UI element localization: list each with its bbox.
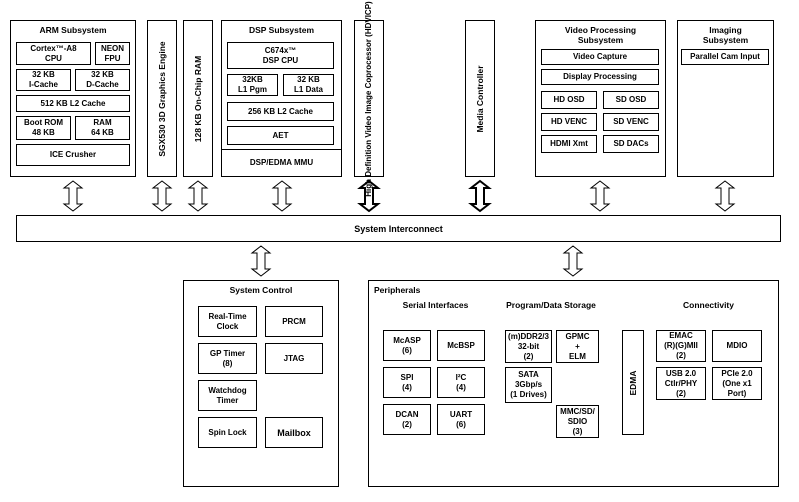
arm-interconnect-arrow <box>62 180 84 212</box>
video-subsystem-title: Video Processing Subsystem <box>564 25 637 45</box>
media-controller-label: Media Controller <box>475 64 485 133</box>
mdio: MDIO <box>712 330 762 362</box>
mcasp: McASP (6) <box>383 330 431 361</box>
pcie: PCIe 2.0 (One x1 Port) <box>712 367 762 400</box>
i2c: I²C (4) <box>437 367 485 398</box>
mmc-sd-sdio: MMC/SD/ SDIO (3) <box>556 405 599 438</box>
sd-osd: SD OSD <box>603 91 659 109</box>
video-interconnect-arrow <box>589 180 611 212</box>
dsp-edma-mmu: DSP/EDMA MMU <box>221 149 342 177</box>
media-interconnect-arrow <box>468 179 492 213</box>
sata: SATA 3Gbp/s (1 Drives) <box>505 367 552 403</box>
on-chip-ram: 128 KB On-Chip RAM <box>183 20 213 177</box>
arm-cpu: Cortex™-A8 CPU <box>16 42 91 65</box>
imaging-interconnect-arrow <box>714 180 736 212</box>
sgx-interconnect-arrow <box>151 180 173 212</box>
ram-interconnect-arrow <box>187 180 209 212</box>
sd-venc: SD VENC <box>603 113 659 131</box>
hdvicp-interconnect-arrow <box>357 179 381 213</box>
boot-rom: Boot ROM 48 KB <box>16 116 71 140</box>
ddr-controller: (m)DDR2/3 32-bit (2) <box>505 330 552 363</box>
media-controller: Media Controller <box>465 20 495 177</box>
jtag: JTAG <box>265 343 323 374</box>
display-processing: Display Processing <box>541 69 659 85</box>
peripherals-title: Peripherals <box>374 285 421 295</box>
gpmc-elm: GPMC + ELM <box>556 330 599 363</box>
on-chip-ram-label: 128 KB On-Chip RAM <box>193 55 203 142</box>
connectivity-title: Connectivity <box>682 300 734 310</box>
edma-label: EDMA <box>628 369 638 396</box>
dsp-l1-data: 32 KB L1 Data <box>283 74 334 96</box>
usb-controller: USB 2.0 Ctlr/PHY (2) <box>656 367 706 400</box>
dsp-l2-cache: 256 KB L2 Cache <box>227 102 334 121</box>
hdvicp: High Definition Video Image Coprocessor … <box>354 1 384 196</box>
ice-crusher: ICE Crusher <box>16 144 130 166</box>
storage-title: Program/Data Storage <box>506 300 596 310</box>
uart: UART (6) <box>437 404 485 435</box>
dsp-l1-program: 32KB L1 Pgm <box>227 74 278 96</box>
arm-dcache: 32 KB D-Cache <box>75 69 130 91</box>
hd-osd: HD OSD <box>541 91 597 109</box>
spin-lock: Spin Lock <box>198 417 257 448</box>
arm-icache: 32 KB I-Cache <box>16 69 71 91</box>
watchdog-timer: Watchdog Timer <box>198 380 257 411</box>
serial-interfaces-title: Serial Interfaces <box>402 300 469 310</box>
system-interconnect: System Interconnect <box>16 215 781 242</box>
imaging-subsystem-title: Imaging Subsystem <box>702 25 749 45</box>
dsp-cpu: C674x™ DSP CPU <box>227 42 334 69</box>
dcan: DCAN (2) <box>383 404 431 435</box>
edma: EDMA <box>622 330 644 435</box>
hd-venc: HD VENC <box>541 113 597 131</box>
system-control-title: System Control <box>229 285 293 295</box>
sysctrl-interconnect-arrow <box>250 245 272 277</box>
dsp-interconnect-arrow <box>271 180 293 212</box>
gp-timer: GP Timer (8) <box>198 343 257 374</box>
video-capture: Video Capture <box>541 49 659 65</box>
hdvicp-label: High Definition Video Image Coprocessor … <box>364 0 373 197</box>
imaging-subsystem <box>677 20 774 177</box>
periph-interconnect-arrow <box>562 245 584 277</box>
real-time-clock: Real-Time Clock <box>198 306 257 337</box>
sd-dacs: SD DACs <box>603 135 659 153</box>
arm-subsystem-title: ARM Subsystem <box>39 25 107 35</box>
arm-l2-cache: 512 KB L2 Cache <box>16 95 130 112</box>
hdmi-transmitter: HDMI Xmt <box>541 135 597 153</box>
spi: SPI (4) <box>383 367 431 398</box>
emac: EMAC (R)(G)MII (2) <box>656 330 706 362</box>
sgx530-graphics-engine: SGX530 3D Graphics Engine <box>147 20 177 177</box>
neon-fpu: NEON FPU <box>95 42 130 65</box>
mcbsp: McBSP <box>437 330 485 361</box>
sgx530-label: SGX530 3D Graphics Engine <box>157 40 167 157</box>
dsp-aet: AET <box>227 126 334 145</box>
arm-ram: RAM 64 KB <box>75 116 130 140</box>
prcm: PRCM <box>265 306 323 337</box>
peripherals <box>368 280 779 487</box>
mailbox: Mailbox <box>265 417 323 448</box>
parallel-cam-input: Parallel Cam Input <box>681 49 769 65</box>
dsp-subsystem-title: DSP Subsystem <box>248 25 315 35</box>
